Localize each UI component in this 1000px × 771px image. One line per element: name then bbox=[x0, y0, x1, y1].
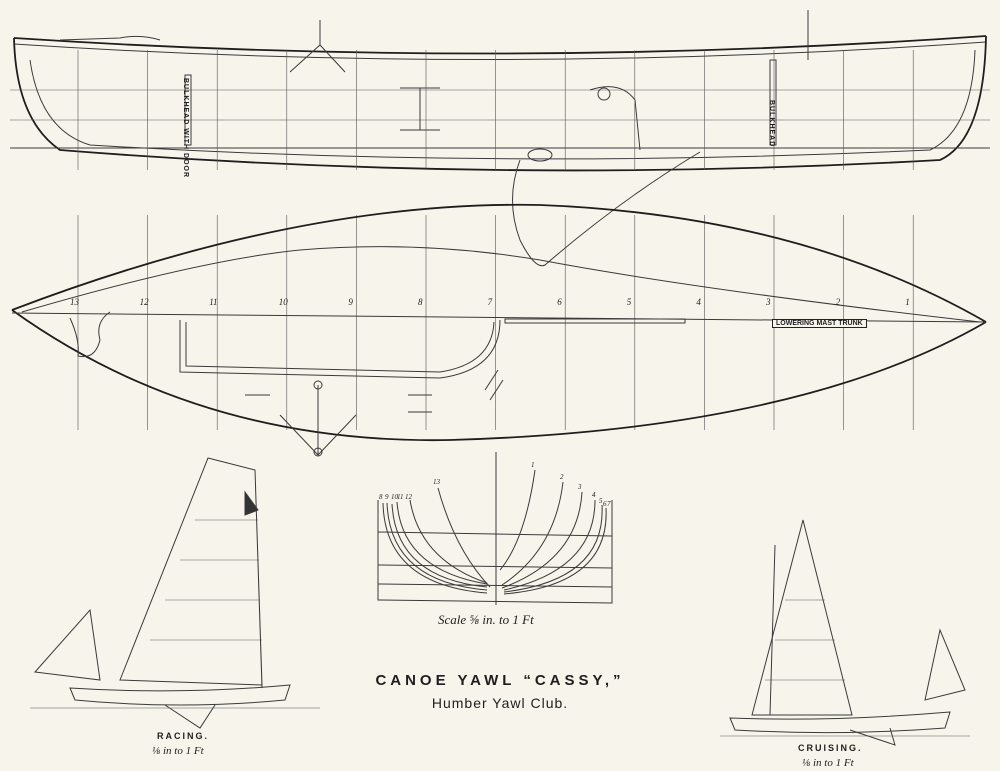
body-plan-station: 9 bbox=[385, 493, 389, 501]
body-plan-station: 10 bbox=[391, 493, 398, 501]
station-number: 11 bbox=[209, 297, 218, 307]
drawing-subtitle: Humber Yawl Club. bbox=[431, 695, 569, 711]
body-plan-station: 5 bbox=[599, 497, 603, 505]
station-number: 13 bbox=[70, 297, 79, 307]
drawing-title: CANOE YAWL “CASSY,” bbox=[375, 672, 625, 689]
body-plan-station: 8 bbox=[379, 493, 383, 501]
station-number: 10 bbox=[278, 297, 288, 307]
station-number: 6 bbox=[557, 297, 562, 307]
body-plan-station: 3 bbox=[578, 483, 582, 491]
half-breadth-plan bbox=[11, 203, 987, 457]
body-plan-station: 13 bbox=[433, 478, 440, 486]
body-plan-station: 12 bbox=[405, 493, 412, 501]
station-number: 8 bbox=[418, 297, 423, 307]
body-plan bbox=[377, 452, 613, 605]
station-lines bbox=[77, 50, 914, 430]
cruising-scale: ⅛ in to 1 Ft bbox=[802, 757, 854, 769]
bulkhead-with-door-label: BULKHEAD WITH DOOR bbox=[182, 78, 189, 179]
body-plan-station: 11 bbox=[397, 493, 404, 501]
body-plan-station: 6 bbox=[603, 500, 607, 508]
body-plan-station: 2 bbox=[560, 473, 564, 481]
station-number: 9 bbox=[348, 297, 353, 307]
body-plan-station: 4 bbox=[592, 491, 596, 499]
station-number: 3 bbox=[766, 297, 771, 307]
cruising-sail-plan bbox=[720, 519, 970, 746]
sheer-profile bbox=[10, 10, 990, 267]
station-number: 1 bbox=[905, 297, 910, 307]
station-number: 4 bbox=[696, 297, 701, 307]
bulkhead-label: BULKHEAD bbox=[768, 100, 775, 148]
lowering-mast-trunk-label: LOWERING MAST TRUNK bbox=[772, 319, 867, 328]
body-plan-scale: Scale ⅝ in. to 1 Ft bbox=[438, 612, 534, 627]
racing-scale: ⅛ in to 1 Ft bbox=[152, 745, 204, 757]
cruising-label: CRUISING. bbox=[798, 743, 863, 753]
station-number: 5 bbox=[626, 297, 632, 307]
body-plan-station: 7 bbox=[607, 500, 611, 508]
racing-sail-plan bbox=[30, 457, 320, 729]
body-plan-station: 1 bbox=[531, 461, 535, 469]
station-number: 2 bbox=[835, 297, 841, 307]
station-number: 7 bbox=[487, 297, 493, 307]
station-number: 12 bbox=[139, 297, 149, 307]
racing-label: RACING. bbox=[157, 731, 209, 741]
